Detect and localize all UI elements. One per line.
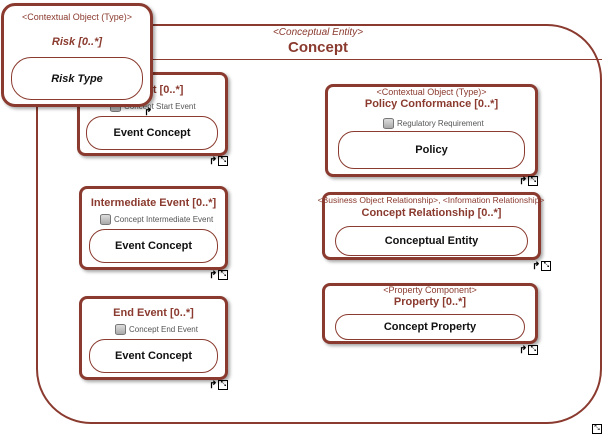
policy-conformance-title: Policy Conformance [0..*] <box>364 98 499 110</box>
concept-expand[interactable]: ⤡ <box>592 424 602 434</box>
policy-conformance-pill[interactable]: Policy <box>338 131 525 169</box>
intermediate-event-icons[interactable]: ↱ ⤡ <box>209 269 229 281</box>
expand-icon[interactable]: ⤡ <box>528 176 539 186</box>
intermediate-event-sub-label: Concept Intermediate Event <box>114 215 214 224</box>
link-arrow-icon[interactable]: ↱ <box>209 379 218 391</box>
property-stereotype: <Property Component> <box>383 285 477 295</box>
expand-icon[interactable]: ⤡ <box>541 261 552 271</box>
policy-conformance-stereotype: <Contextual Object (Type)> <box>376 87 487 97</box>
concept-relationship-title: Concept Relationship [0..*] <box>361 207 502 219</box>
database-icon <box>115 324 126 335</box>
concept-title: Concept <box>288 39 348 56</box>
end-event-sub-label: Concept End Event <box>129 325 198 334</box>
concept-relationship-icons[interactable]: ↱ ⤡ <box>532 260 552 272</box>
link-arrow-icon[interactable]: ↱ <box>519 175 528 187</box>
property-pill[interactable]: Concept Property <box>335 314 525 340</box>
database-icon <box>100 214 111 225</box>
start-event-sub-label: Concept Start Event <box>124 102 196 111</box>
risk-title: Risk [0..*] <box>51 36 103 48</box>
intermediate-event-title: Intermediate Event [0..*] <box>90 197 217 209</box>
start-event-icons[interactable]: ↱ ⤡ <box>209 155 229 167</box>
property-title: Property [0..*] <box>393 296 467 308</box>
link-arrow-icon[interactable]: ↱ <box>532 260 541 272</box>
property-icons[interactable]: ↱ ⤡ <box>519 344 539 356</box>
link-arrow-icon[interactable]: ↱ <box>144 107 153 118</box>
intermediate-event-sub: Concept Intermediate Event <box>100 214 213 225</box>
expand-icon[interactable]: ⤡ <box>218 380 229 390</box>
risk-stereotype: <Contextual Object (Type)> <box>21 12 133 22</box>
end-event-sub: Concept End Event <box>115 324 198 335</box>
expand-icon[interactable]: ⤡ <box>218 270 229 280</box>
policy-conformance-sub-label: Regulatory Requirement <box>397 119 484 128</box>
end-event-pill[interactable]: Event Concept <box>89 339 218 373</box>
policy-conformance-icons[interactable]: ↱ ⤡ <box>519 175 539 187</box>
database-icon <box>383 118 394 129</box>
risk-type-pill[interactable]: Risk Type <box>11 57 143 100</box>
expand-icon[interactable]: ⤡ <box>528 345 539 355</box>
link-arrow-icon[interactable]: ↱ <box>519 344 528 356</box>
expand-icon[interactable]: ⤡ <box>592 424 602 434</box>
concept-header-divider <box>36 59 602 60</box>
concept-relationship-stereotype: <Business Object Relationship>, <Informa… <box>317 195 545 205</box>
end-event-title: End Event [0..*] <box>113 307 194 319</box>
concept-stereotype: <Conceptual Entity> <box>272 27 364 38</box>
start-event-pill[interactable]: Event Concept <box>86 116 218 150</box>
start-event-link[interactable]: ↱ <box>144 107 153 118</box>
expand-icon[interactable]: ⤡ <box>218 156 229 166</box>
policy-conformance-sub: Regulatory Requirement <box>383 118 484 129</box>
link-arrow-icon[interactable]: ↱ <box>209 269 218 281</box>
end-event-icons[interactable]: ↱ ⤡ <box>209 379 229 391</box>
link-arrow-icon[interactable]: ↱ <box>209 155 218 167</box>
intermediate-event-pill[interactable]: Event Concept <box>89 229 218 263</box>
concept-relationship-pill[interactable]: Conceptual Entity <box>335 226 528 256</box>
